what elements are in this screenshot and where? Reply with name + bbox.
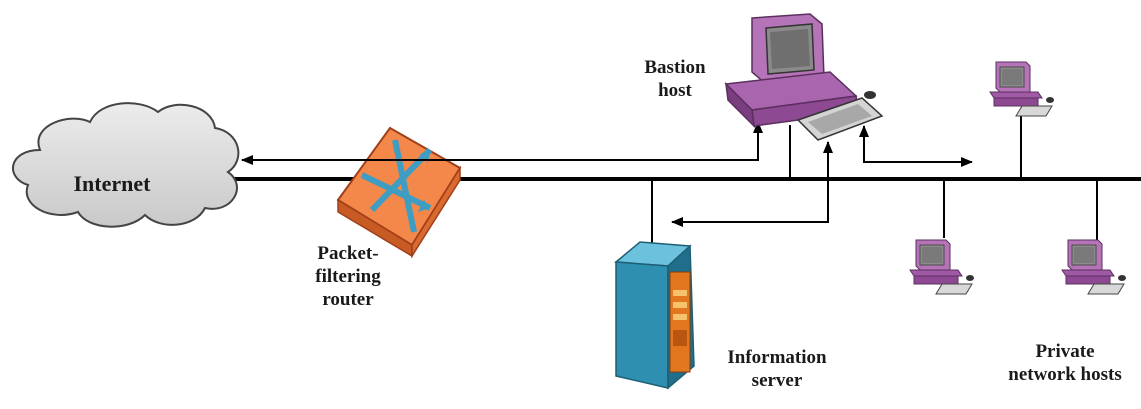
router-label-line3: router xyxy=(322,289,374,310)
private-host-3-icon xyxy=(1061,239,1127,295)
private-host-1-icon xyxy=(989,61,1055,117)
bastion-host-label-line2: host xyxy=(658,80,692,101)
information-server-label-line1: Information xyxy=(727,347,827,368)
packet-filtering-router-icon xyxy=(336,126,462,259)
internet-label: Internet xyxy=(73,171,151,196)
private-network-hosts-label-line2: network hosts xyxy=(1008,364,1122,385)
information-server-label-line2: server xyxy=(751,370,803,391)
arrow-server-to-bastion xyxy=(671,156,829,227)
router-label-line2: filtering xyxy=(315,266,381,287)
arrow-bastion-to-private xyxy=(863,138,973,167)
private-network-hosts-label: Private network hosts xyxy=(975,340,1141,386)
bastion-host-label: Bastion host xyxy=(620,56,730,102)
internet-cloud xyxy=(12,102,240,228)
information-server-label: Information server xyxy=(692,346,862,392)
information-server-icon xyxy=(614,241,695,390)
private-host-2-icon xyxy=(909,239,975,295)
bastion-host-label-line1: Bastion xyxy=(644,57,706,78)
router-label: Packet- filtering router xyxy=(293,242,403,311)
private-network-hosts-label-line1: Private xyxy=(1035,341,1095,362)
arrow-bastion-to-internet xyxy=(241,126,759,165)
router-label-line1: Packet- xyxy=(317,243,379,264)
bastion-host-icon xyxy=(724,13,884,141)
